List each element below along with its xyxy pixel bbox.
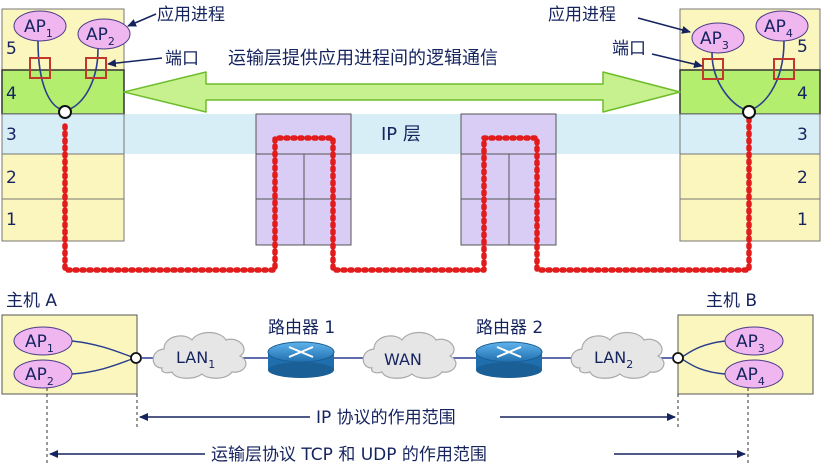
host-a-link-2 bbox=[71, 358, 133, 375]
left-port-label: 端口 bbox=[165, 49, 199, 69]
host-a-ap2-main: AP bbox=[25, 365, 47, 385]
left-layer-4: 4 bbox=[6, 84, 17, 104]
host-b-process-3: AP3 bbox=[724, 326, 784, 356]
router-2-icon bbox=[475, 341, 543, 378]
host-b-link-3 bbox=[681, 340, 726, 358]
router-2-label: 路由器 2 bbox=[476, 318, 543, 338]
lan2-main: LAN bbox=[594, 348, 626, 367]
left-ap2-sub: 2 bbox=[108, 35, 115, 48]
svg-text:AP4: AP4 bbox=[764, 17, 793, 40]
host-b-process-4: AP4 bbox=[724, 359, 784, 389]
svg-text:AP3: AP3 bbox=[736, 332, 765, 355]
left-layer-2: 2 bbox=[6, 168, 17, 188]
left-ap1-main: AP bbox=[24, 17, 46, 37]
left-process-1: AP1 bbox=[13, 10, 67, 42]
router-2-stack bbox=[460, 113, 557, 246]
left-port-2 bbox=[85, 57, 107, 79]
left-ap2-main: AP bbox=[86, 25, 108, 45]
right-process-4: AP4 bbox=[755, 10, 809, 42]
host-a-ap2-sub: 2 bbox=[47, 375, 54, 388]
svg-text:AP2: AP2 bbox=[25, 365, 54, 388]
svg-text:AP2: AP2 bbox=[86, 25, 115, 48]
host-b-port-node bbox=[672, 352, 684, 364]
right-port-3 bbox=[702, 58, 724, 80]
left-port-1 bbox=[29, 57, 51, 79]
right-ap3-main: AP bbox=[700, 29, 722, 49]
wan-label: WAN bbox=[384, 350, 422, 369]
svg-text:AP3: AP3 bbox=[700, 29, 729, 52]
left-port-pointer bbox=[107, 57, 163, 68]
host-b-ap4-sub: 4 bbox=[758, 375, 765, 388]
host-a-link-1 bbox=[71, 340, 133, 358]
lan2-cloud: LAN2 bbox=[570, 331, 665, 379]
svg-text:LAN1: LAN1 bbox=[176, 348, 215, 371]
lan1-cloud: LAN1 bbox=[152, 331, 247, 379]
left-layer-1: 1 bbox=[6, 210, 17, 230]
right-layer-1: 1 bbox=[797, 210, 808, 230]
lan1-sub: 1 bbox=[208, 358, 215, 371]
right-port-4 bbox=[773, 58, 795, 80]
host-b-link-4 bbox=[681, 358, 726, 375]
right-app-process-label: 应用进程 bbox=[548, 5, 616, 25]
svg-text:AP1: AP1 bbox=[25, 332, 54, 355]
right-ap3-sub: 3 bbox=[722, 39, 729, 52]
ip-layer-band bbox=[124, 114, 680, 154]
right-port-label: 端口 bbox=[612, 39, 646, 59]
host-a-process-1: AP1 bbox=[13, 326, 73, 356]
right-transport-endpoint bbox=[742, 105, 756, 119]
left-layer-3: 3 bbox=[6, 125, 17, 145]
right-layer-2: 2 bbox=[797, 168, 808, 188]
right-layer-5: 5 bbox=[797, 37, 808, 57]
transport-scope-label: 运输层协议 TCP 和 UDP 的作用范围 bbox=[211, 445, 487, 465]
router-1-stack bbox=[255, 113, 352, 246]
router-1-icon bbox=[267, 341, 335, 378]
left-layer-5: 5 bbox=[6, 39, 17, 59]
left-transport-endpoint bbox=[58, 105, 72, 119]
host-b-ap3-main: AP bbox=[736, 332, 758, 352]
right-ap4-sub: 4 bbox=[786, 27, 793, 40]
host-a-label: 主机 A bbox=[6, 291, 57, 311]
left-ap1-sub: 1 bbox=[46, 27, 53, 40]
left-process-2: AP2 bbox=[77, 18, 131, 50]
data-flow-dotted-path bbox=[62, 115, 752, 273]
host-b-label: 主机 B bbox=[706, 291, 757, 311]
svg-text:AP4: AP4 bbox=[736, 365, 765, 388]
right-ap4-main: AP bbox=[764, 17, 786, 37]
right-layer-3: 3 bbox=[797, 125, 808, 145]
host-a-ap1-main: AP bbox=[25, 332, 47, 352]
right-port-pointer bbox=[651, 53, 703, 69]
host-b-ap4-main: AP bbox=[736, 365, 758, 385]
transport-comm-label: 运输层提供应用进程间的逻辑通信 bbox=[228, 48, 498, 69]
ip-scope-label: IP 协议的作用范围 bbox=[316, 408, 456, 428]
lan1-main: LAN bbox=[176, 348, 208, 367]
host-a-ap1-sub: 1 bbox=[47, 342, 54, 355]
lan2-sub: 2 bbox=[626, 358, 633, 371]
svg-text:LAN2: LAN2 bbox=[594, 348, 633, 371]
right-process-3: AP3 bbox=[691, 22, 745, 54]
ip-layer-label: IP 层 bbox=[381, 124, 421, 145]
host-a-process-2: AP2 bbox=[13, 359, 73, 389]
host-a-port-node bbox=[130, 352, 142, 364]
left-app-process-label: 应用进程 bbox=[157, 5, 225, 25]
right-layer-4: 4 bbox=[797, 84, 808, 104]
svg-text:AP1: AP1 bbox=[24, 17, 53, 40]
router-1-label: 路由器 1 bbox=[268, 318, 335, 338]
wan-cloud: WAN bbox=[362, 331, 457, 379]
transport-logical-arrow bbox=[123, 71, 681, 113]
left-app-process-pointer bbox=[127, 13, 157, 27]
right-app-process-pointer bbox=[637, 17, 691, 34]
host-b-ap3-sub: 3 bbox=[758, 342, 765, 355]
